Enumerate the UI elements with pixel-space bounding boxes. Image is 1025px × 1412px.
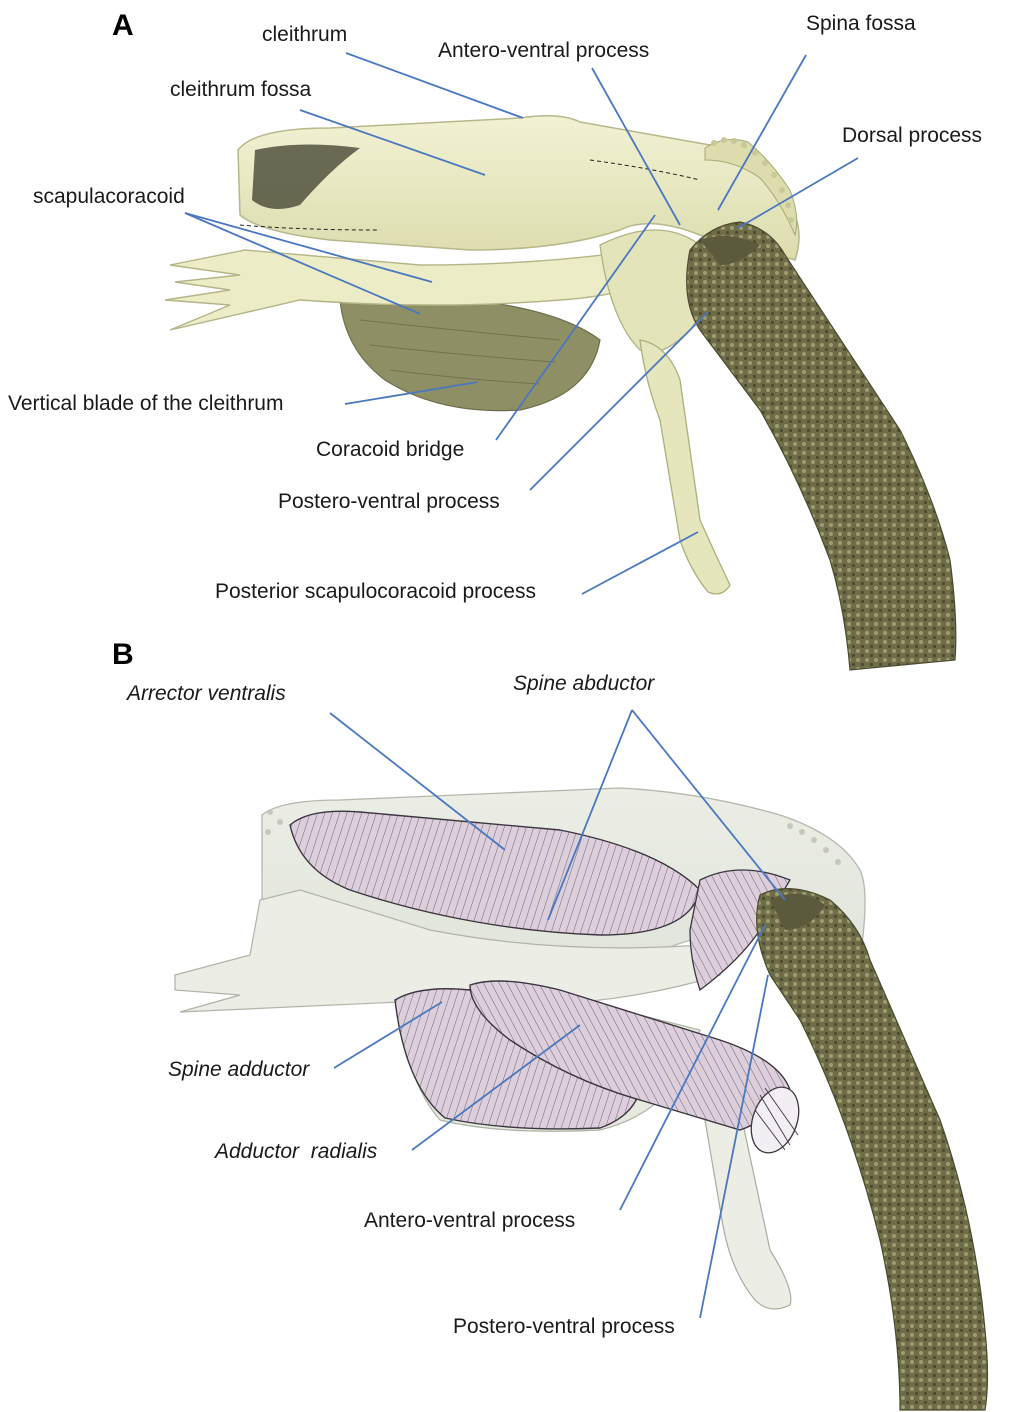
panel-b: B [112,638,988,1410]
label-coracoid-bridge: Coracoid bridge [316,438,464,461]
leader-cleithrum [346,53,523,118]
panel-a: A [8,9,982,670]
label-cleithrum-fossa: cleithrum fossa [170,78,312,101]
leader-posterior-scapulocoracoid [582,532,698,594]
label-scapulacoracoid: scapulacoracoid [33,185,185,208]
label-vertical-blade: Vertical blade of the cleithrum [8,392,283,415]
label-postero-ventral-b: Postero-ventral process [453,1315,675,1338]
panel-letter-b: B [112,638,134,671]
label-dorsal-process: Dorsal process [842,124,982,147]
label-cleithrum: cleithrum [262,23,347,46]
vertical-blade-shape [340,293,600,411]
label-antero-ventral-b: Antero-ventral process [364,1209,575,1232]
shoulder-girdle-bone-a [165,116,799,594]
label-spine-abductor: Spine abductor [513,672,655,695]
label-postero-ventral-a: Postero-ventral process [278,490,500,513]
label-spina-fossa: Spina fossa [806,12,916,35]
panel-letter-a: A [112,9,134,42]
label-adductor-radialis: Adductor radialis [213,1140,378,1163]
label-arrector-ventralis: Arrector ventralis [125,682,286,705]
label-antero-ventral-a: Antero-ventral process [438,39,649,62]
fin-spine-a [687,222,956,670]
label-posterior-scapulocoracoid: Posterior scapulocoracoid process [215,580,536,603]
fin-spine-b [757,889,988,1410]
label-spine-adductor: Spine adductor [168,1058,310,1081]
